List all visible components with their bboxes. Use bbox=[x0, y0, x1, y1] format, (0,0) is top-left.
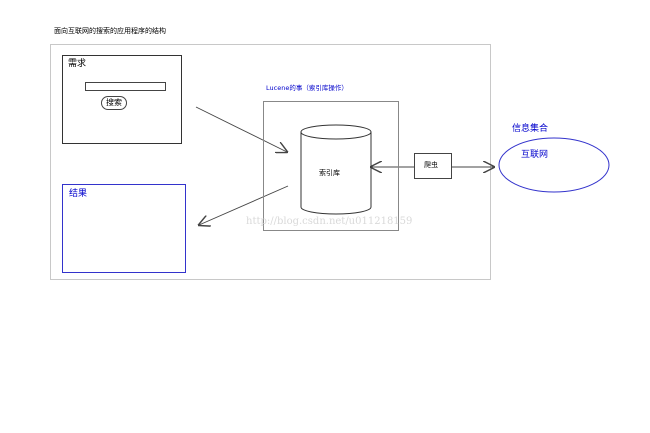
requirement-label: 需求 bbox=[68, 59, 87, 69]
info-collection-label: 信息集合 bbox=[512, 124, 549, 134]
result-box bbox=[62, 184, 186, 273]
index-library-label: 索引库 bbox=[319, 169, 340, 177]
internet-ellipse bbox=[498, 137, 610, 193]
crawler-label: 爬虫 bbox=[424, 161, 438, 169]
lucene-label: Lucene的事（索引库操作） bbox=[266, 84, 348, 92]
crawler-box bbox=[414, 153, 452, 179]
lucene-box bbox=[263, 101, 399, 231]
requirement-box bbox=[62, 55, 182, 144]
search-input[interactable] bbox=[85, 82, 166, 91]
arrow-request-to-lucene bbox=[195, 106, 287, 152]
search-button[interactable]: 搜索 bbox=[101, 96, 127, 110]
watermark: http://blog.csdn.net/u011218159 bbox=[246, 216, 413, 227]
index-library-cylinder bbox=[300, 124, 372, 215]
internet-label: 互联网 bbox=[521, 150, 549, 160]
page-title: 面向互联网的搜索的应用程序的结构 bbox=[54, 27, 166, 35]
arrow-lucene-to-result bbox=[199, 185, 289, 225]
result-label: 结果 bbox=[69, 189, 88, 199]
